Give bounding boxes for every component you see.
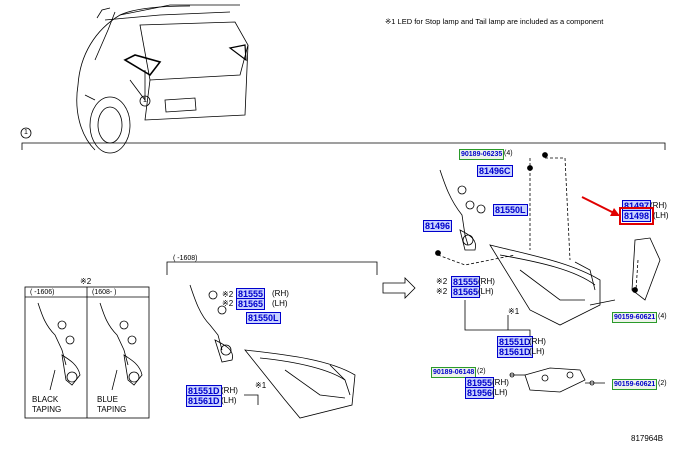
lh-label-81561D-right: (LH) [529,347,545,356]
part-81498[interactable]: 81498 [618,207,655,225]
lh-label-81565-mid: (LH) [272,299,288,308]
black-taping-label-1: BLACK [32,395,59,404]
qty-90159-60621-top: (4) [658,313,667,320]
star2-rh-mid: ※2 [222,290,234,299]
part-81565-right[interactable]: 81565 [451,286,481,298]
harness-middle [189,284,233,363]
part-81561D-right[interactable]: 81561D [497,346,533,358]
part-81555-right[interactable]: 81555 [451,276,481,288]
part-81550L-mid[interactable]: 81550L [246,312,281,324]
inset-col-left: ( -1606) [30,289,55,296]
black-taping-label-2: TAPING [32,405,62,414]
part-81496[interactable]: 81496 [423,220,453,232]
blue-taping-label-2: TAPING [97,405,127,414]
harness-black-taping [37,302,81,391]
lh-label-81956: (LH) [492,388,508,397]
part-81496C[interactable]: 81496C [477,165,513,177]
rh-label-81497: (RH) [650,201,667,210]
part-90159-60621-bottom[interactable]: 90159-60621 [612,379,658,390]
callout-one: 1 [143,97,147,104]
blue-taping-label-1: BLUE [97,395,118,404]
star1-mid: ※1 [255,381,267,390]
inset-star2: ※2 [80,277,92,286]
qty-90189-06235: (4) [504,150,513,157]
rh-label-81555-mid: (RH) [272,289,289,298]
star2-lh-mid: ※2 [222,299,234,308]
star1-right: ※1 [508,307,520,316]
star2-lh-right: ※2 [436,287,448,296]
rh-label-81551D-mid: (RH) [221,386,238,395]
inset-col-right: (1608- ) [92,289,117,296]
part-81561D-mid[interactable]: 81561D [186,395,222,407]
part-81956[interactable]: 81956 [465,387,495,399]
rh-label-81551D-right: (RH) [529,337,546,346]
garnish-right [631,237,661,301]
harness-blue-taping [99,302,143,391]
part-90189-06235[interactable]: 90189-06235 [459,149,505,160]
middle-date-range: ( -1608) [173,255,198,262]
lh-label-81565-right: (LH) [478,287,494,296]
highlight-arrow [581,196,620,216]
section-callout: 1 [24,129,28,136]
part-90159-60621-top[interactable]: 90159-60621 [612,312,658,323]
star2-rh-right: ※2 [436,277,448,286]
part-81565-mid[interactable]: 81565 [236,298,266,310]
part-90189-06148[interactable]: 90189-06148 [431,367,477,378]
harness-right [439,169,486,251]
part-81550L-right[interactable]: 81550L [493,204,528,216]
header-note: ※1 LED for Stop lamp and Tail lamp are i… [385,17,604,26]
bracket-bottom-right [509,367,595,393]
rh-label-81955: (RH) [492,378,509,387]
car-rear-illustration [76,4,249,154]
lh-label-81561D-mid: (LH) [221,396,237,405]
lh-label-81498: (LH) [653,211,669,220]
tail-lamp-right [489,244,601,326]
tail-lamp-middle [244,349,356,419]
diagram-id: 817964B [631,434,664,443]
qty-90159-60621-bottom: (2) [658,380,667,387]
qty-90189-06148: (2) [477,368,486,375]
rh-label-81555-right: (RH) [478,277,495,286]
